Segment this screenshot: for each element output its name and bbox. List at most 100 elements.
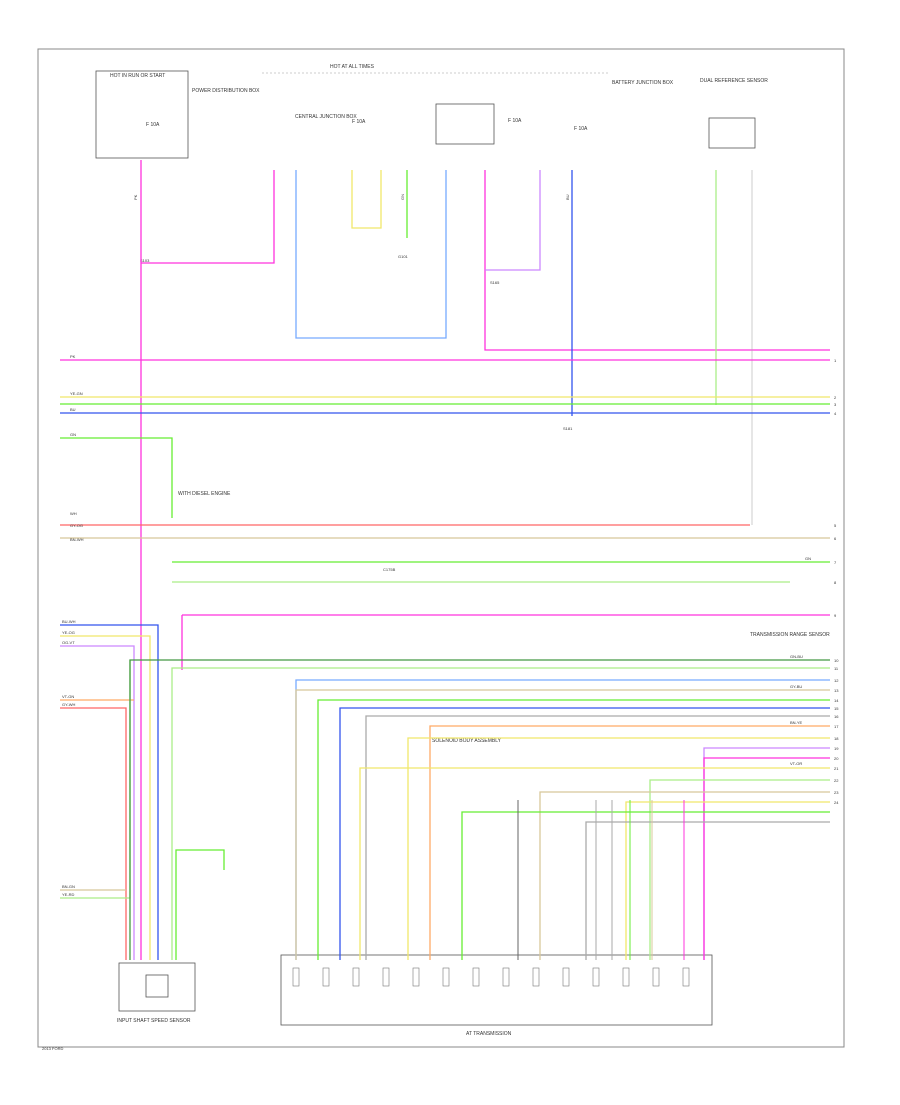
pin-number: 9 [834,613,837,618]
transmission-pin [562,967,570,987]
pin-number: 18 [834,736,839,741]
pin-number: 2 [834,395,837,400]
fan-label-vtor: VT-OR [790,761,802,766]
note-solenoid-label: SOLENOID BODY ASSEMBLY [432,738,502,744]
pin-number: 3 [834,402,837,407]
wire-label-gn-top: GN [400,194,405,200]
fan-tan [295,689,830,960]
pin-number: 8 [834,580,837,585]
pin-number: 6 [834,536,837,541]
fan-pink [703,757,830,960]
left-label-bngn: BN-GN [62,884,75,889]
wire-left-yellow [60,635,151,960]
footer-id: 2013 FORD [42,1046,63,1051]
pin-number: 14 [834,698,839,703]
pin-number: 1 [834,358,837,363]
pin-number: 16 [834,714,839,719]
fuse-d-label: F 10A [574,126,588,132]
transmission-pin [292,967,300,987]
bus-label-bu: BU [70,407,76,412]
wire-label-pk-top: PK [133,194,138,200]
fan-label-gnbu: GN-BU [790,654,803,659]
diagram-frame [37,48,845,1048]
pin-number: 12 [834,678,839,683]
pin-number: 4 [834,411,837,416]
pin-number: 15 [834,706,839,711]
fan-gray [365,715,830,960]
wire-pk-relay-b [485,170,541,271]
bus-label-gn: GN [70,432,76,437]
wire-label-bu-top: BU [565,194,570,200]
fan-olive [625,801,830,960]
wire-pk-relay [484,170,830,351]
note-diesel-label: WITH DIESEL ENGINE [178,491,231,497]
wires-layer [60,160,830,960]
input-shaft-caption: INPUT SHAFT SPEED SENSOR [117,1018,191,1024]
pin-number: 10 [834,658,839,663]
fan-gn2 [461,811,830,960]
transmission-pin [502,967,510,987]
input-shaft-sensor-inner [145,974,169,998]
dual-ref-sensor-box [708,117,756,149]
splice-b-label: S181 [563,426,573,431]
bus-label-bnwh: BN-WH [70,537,84,542]
wire-ye-loop [351,170,382,229]
fuse-a-label: F 10A [146,122,160,128]
transmission-pin [592,967,600,987]
pin-number: 19 [834,746,839,751]
bus-label-wh: WH [70,511,77,516]
central-junction-label: CENTRAL JUNCTION BOX [295,114,357,120]
fan-yellow2 [359,767,830,960]
transmission-pin [652,967,660,987]
bus-label-pk: PK [70,354,76,359]
wire-pk-branch [141,170,275,264]
transmission-pin [382,967,390,987]
connector-tag-label: C175B [383,567,396,572]
transmission-pin [682,967,690,987]
wire-gn-drop [175,849,225,960]
pin-number: 20 [834,756,839,761]
left-label-buwh: BU-WH [62,619,76,624]
power-dist-box-label: POWER DISTRIBUTION BOX [192,88,260,94]
at-transmission-caption: AT TRANSMISSION [466,1031,512,1037]
fan-green [317,699,830,960]
left-label-vtgn: VT-GN [62,694,74,699]
wire-lb-tcm [295,170,447,339]
bus-label-gyog: GY-OG [70,523,83,528]
left-label-yerd: YE-RD [62,892,75,897]
trans-range-sensor-label: TRANSMISSION RANGE SENSOR [750,632,830,638]
pin-number: 13 [834,688,839,693]
pin-number: 24 [834,800,839,805]
relay-box [435,103,495,145]
bus-label-yegn: YE-GN [70,391,83,396]
pin-number: 11 [834,666,839,671]
fuse-b-label: F 10A [352,119,366,125]
pin-number: 7 [834,560,837,565]
left-label-ogvt: OG-VT [62,640,75,645]
bus-green-b [60,437,173,518]
pin-number: 23 [834,790,839,795]
fuse-c-label: F 10A [508,118,522,124]
hot-run-start-label: HOT IN RUN OR START [110,73,165,79]
pin-number: 17 [834,724,839,729]
transmission-pin [472,967,480,987]
fan-darkgreen [129,659,830,960]
battery-junction-label: BATTERY JUNCTION BOX [612,80,674,86]
left-label-gywh: GY-WH [62,702,76,707]
input-shaft-sensor-box [118,962,196,1012]
fan-label-gybu: GY-BU [790,684,802,689]
pin-number: 22 [834,778,839,783]
wire-left-blue [60,624,159,960]
transmission-pin [322,967,330,987]
transmission-pin [352,967,360,987]
splice-c-label: S103 [140,258,150,263]
hot-all-times-label: HOT AT ALL TIMES [330,64,375,70]
left-label-yeog: YE-OG [62,630,75,635]
fan-label-bnye: BN-YE [790,720,803,725]
transmission-pin [622,967,630,987]
fan-orange [429,725,830,960]
transmission-pin [412,967,420,987]
